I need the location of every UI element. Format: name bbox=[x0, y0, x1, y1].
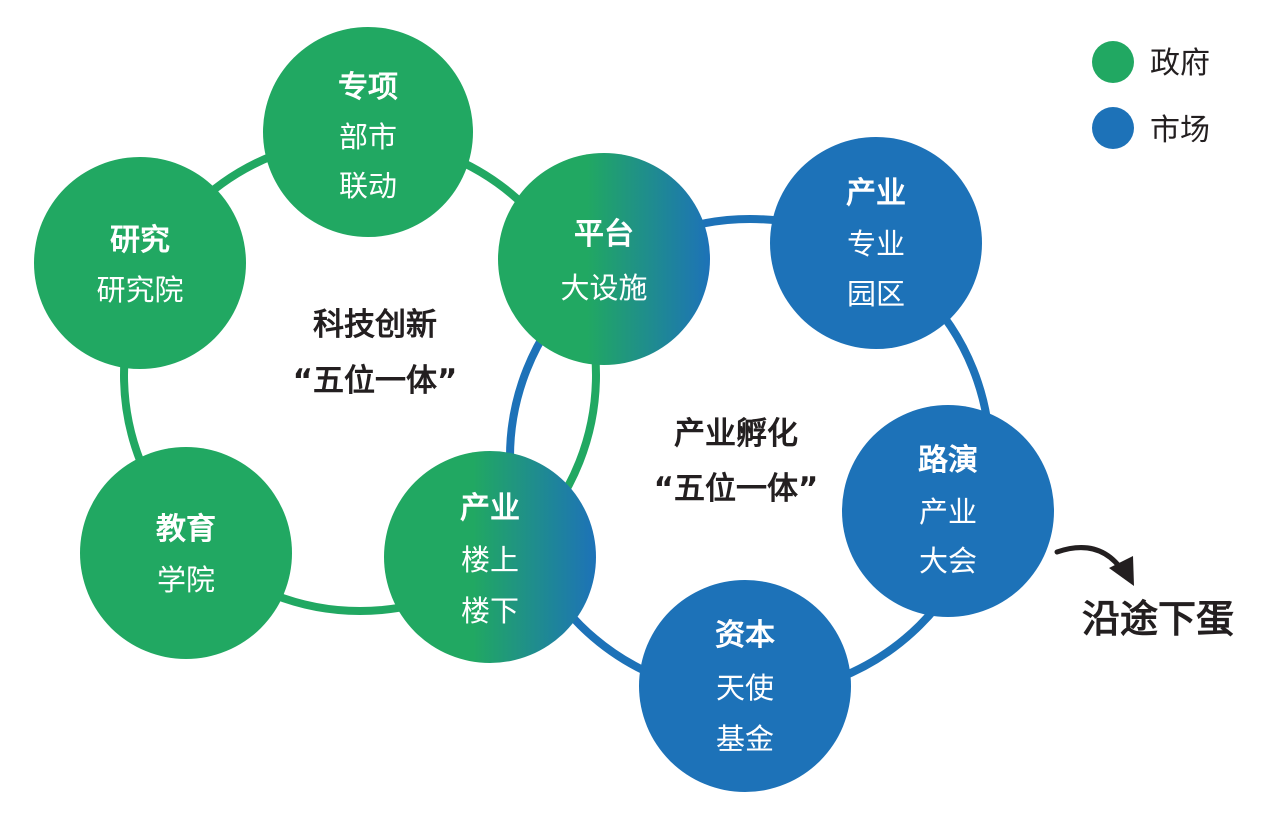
node-ziben-line2: 基金 bbox=[716, 722, 774, 756]
incubation-cycle-label: 产业孵化 “五位一体” bbox=[654, 416, 819, 507]
incubation-cycle-line2: “五位一体” bbox=[654, 471, 819, 507]
innovation-cycle-line2: “五位一体” bbox=[293, 363, 458, 399]
node-zhuanxiang-line1: 部市 bbox=[339, 120, 397, 154]
node-jiaoyu-line1: 学院 bbox=[157, 563, 215, 597]
node-chanye-yuan-line1: 专业 bbox=[847, 227, 905, 261]
node-pingtai-line1: 大设施 bbox=[560, 271, 647, 305]
node-chanye-yuan-title: 产业 bbox=[846, 176, 906, 211]
node-ziben-line1: 天使 bbox=[716, 671, 774, 705]
node-chanye-lou-line2: 楼下 bbox=[461, 594, 519, 628]
node-pingtai-title: 平台 bbox=[574, 217, 634, 252]
node-yanjiu-line1: 研究院 bbox=[96, 273, 183, 307]
node-chanye-lou-line1: 楼上 bbox=[461, 543, 519, 577]
innovation-cycle-line1: 科技创新 bbox=[313, 307, 437, 343]
node-ziben: 资本 天使 基金 bbox=[639, 580, 851, 792]
node-luyan-line1: 产业 bbox=[919, 495, 977, 529]
exit-label: 沿途下蛋 bbox=[1082, 597, 1234, 641]
innovation-cycle-label: 科技创新 “五位一体” bbox=[293, 307, 458, 399]
node-zhuanxiang-title: 专项 bbox=[338, 70, 398, 105]
curved-arrow-icon bbox=[1054, 545, 1134, 586]
node-yanjiu: 研究 研究院 bbox=[34, 157, 246, 369]
node-luyan-line2: 大会 bbox=[919, 544, 977, 578]
node-chanye-yuan-line2: 园区 bbox=[847, 277, 905, 311]
node-chanye-lou-title: 产业 bbox=[460, 491, 520, 526]
node-chanye-yuan: 产业 专业 园区 bbox=[770, 137, 982, 349]
node-luyan-title: 路演 bbox=[918, 443, 978, 478]
node-yanjiu-title: 研究 bbox=[110, 223, 170, 258]
node-ziben-title: 资本 bbox=[715, 618, 775, 653]
node-jiaoyu: 教育 学院 bbox=[80, 447, 292, 659]
legend: 政府 市场 bbox=[1092, 41, 1210, 149]
legend-government-swatch bbox=[1092, 41, 1134, 83]
node-pingtai: 平台 大设施 bbox=[498, 153, 710, 365]
incubation-cycle-line1: 产业孵化 bbox=[674, 416, 798, 452]
node-jiaoyu-title: 教育 bbox=[156, 512, 216, 547]
legend-government-label: 政府 bbox=[1150, 46, 1210, 81]
node-chanye-lou: 产业 楼上 楼下 bbox=[384, 451, 596, 663]
node-luyan: 路演 产业 大会 bbox=[842, 405, 1054, 617]
legend-market-swatch bbox=[1092, 107, 1134, 149]
legend-market-label: 市场 bbox=[1150, 113, 1210, 148]
node-zhuanxiang: 专项 部市 联动 bbox=[263, 27, 473, 237]
node-zhuanxiang-line2: 联动 bbox=[339, 169, 397, 203]
